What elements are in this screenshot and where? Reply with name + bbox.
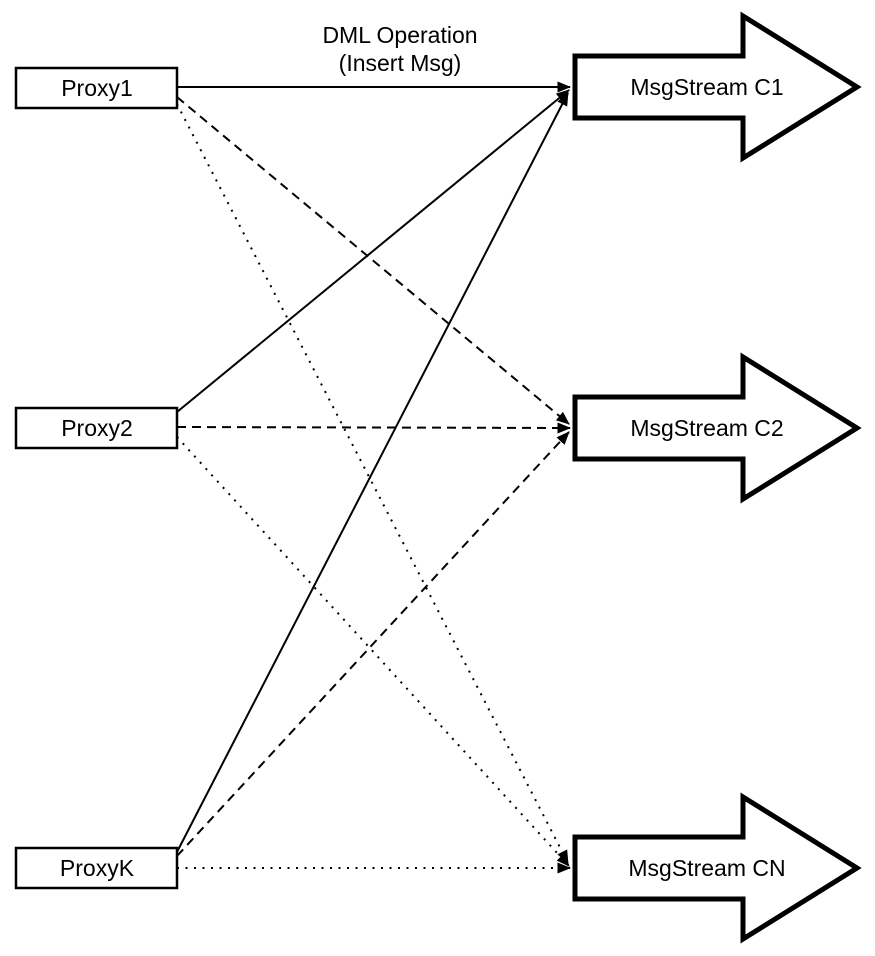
stream-arrow-c1	[572, 11, 862, 163]
proxyk-label: ProxyK	[60, 855, 135, 881]
stream-node-c1: MsgStream C1	[572, 11, 862, 163]
stream-c1-label: MsgStream C1	[630, 74, 783, 100]
stream-cn-label: MsgStream CN	[628, 855, 785, 881]
edge-proxyk-c2	[176, 431, 570, 857]
proxy2-label: Proxy2	[61, 415, 133, 441]
edge-proxyk-c1	[176, 92, 569, 853]
stream-arrow-c2	[572, 352, 862, 504]
edge-proxy2-c1	[176, 89, 570, 413]
edge-proxy2-cn	[176, 436, 570, 867]
proxyk-box	[14, 846, 179, 890]
edge-annotation-line2: (Insert Msg)	[339, 50, 462, 76]
proxy1-box	[14, 66, 179, 110]
stream-c2-label: MsgStream C2	[630, 415, 783, 441]
proxy1-label: Proxy1	[61, 75, 133, 101]
edge-annotation-line1: DML Operation	[322, 22, 477, 48]
proxy-node-1: Proxy1	[14, 66, 179, 110]
edge-proxy1-cn	[176, 103, 569, 864]
stream-node-cn: MsgStream CN	[572, 792, 862, 944]
stream-arrow-cn	[572, 792, 862, 944]
proxy-node-2: Proxy2	[14, 406, 179, 450]
proxy2-box	[14, 406, 179, 450]
proxy-node-k: ProxyK	[14, 846, 179, 890]
stream-node-c2: MsgStream C2	[572, 352, 862, 504]
edge-proxy1-c2	[176, 96, 570, 425]
edge-proxy2-c2	[176, 422, 571, 434]
